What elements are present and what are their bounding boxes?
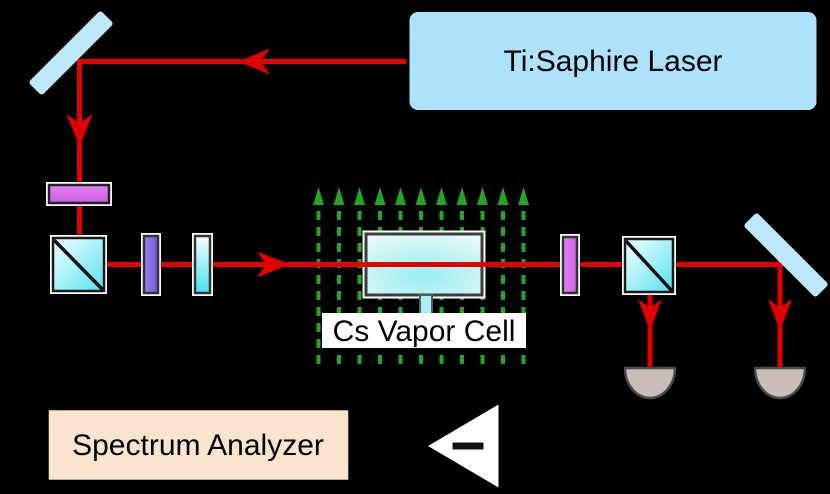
waveplate-violet	[141, 233, 161, 296]
field-arrow-head-icon	[313, 187, 324, 205]
laser-box-label: Ti:Saphire Laser	[504, 45, 723, 78]
beam-arrow-down-icon	[66, 114, 93, 147]
turning-mirror-right	[744, 213, 828, 297]
field-arrow-head-icon	[415, 187, 427, 205]
minus-icon	[452, 442, 484, 450]
turning-mirror-left	[29, 11, 113, 95]
cube-left-diagonal	[52, 238, 105, 292]
spectrum-analyzer-box: Spectrum Analyzer	[46, 407, 351, 483]
laser-box: Ti:Saphire Laser	[406, 9, 820, 113]
field-arrow-head-icon	[497, 187, 509, 205]
field-arrow-head-icon	[456, 187, 468, 205]
laser-box-body	[406, 9, 820, 113]
difference-amplifier	[428, 404, 499, 488]
cube-right-diagonal	[624, 239, 674, 293]
spectrum-analyzer-body	[46, 407, 351, 483]
field-arrow-head-icon	[477, 187, 488, 205]
field-arrow-head-icon	[333, 187, 345, 205]
cell-stem	[419, 294, 433, 315]
field-arrow-head-icon	[354, 187, 365, 205]
waveplate-magenta-right	[560, 234, 580, 296]
beamsplitter-cube-right	[622, 236, 676, 295]
waveplate-horizontal	[46, 182, 112, 206]
vapor-cell-label: Cs Vapor Cell	[322, 313, 526, 348]
label-background	[322, 313, 526, 348]
plate-cyan	[192, 233, 213, 296]
waveplate-magenta-right-body	[561, 235, 579, 295]
beam-arrow-detector-right-icon	[768, 299, 792, 331]
waveplate-violet-body	[142, 234, 160, 295]
beamsplitter-cube-left	[50, 235, 107, 294]
photodetector-right	[753, 366, 807, 400]
field-arrow-head-icon	[436, 187, 447, 205]
cs-vapor-cell	[362, 230, 486, 315]
spectrum-analyzer-label: Spectrum Analyzer	[72, 429, 324, 462]
beam-arrow-left-icon	[238, 48, 270, 75]
field-arrow-head-icon	[518, 187, 529, 205]
beam-arrow-right-icon	[257, 251, 290, 278]
vapor-cell-label-text: Cs Vapor Cell	[333, 315, 516, 348]
field-arrow-head-icon	[395, 187, 406, 205]
field-arrow-head-icon	[374, 187, 386, 205]
photodetector-left	[623, 366, 677, 400]
beam-arrow-detector-left-icon	[638, 299, 662, 331]
plate-cyan-body	[193, 234, 212, 295]
waveplate-horizontal-body	[47, 183, 111, 205]
